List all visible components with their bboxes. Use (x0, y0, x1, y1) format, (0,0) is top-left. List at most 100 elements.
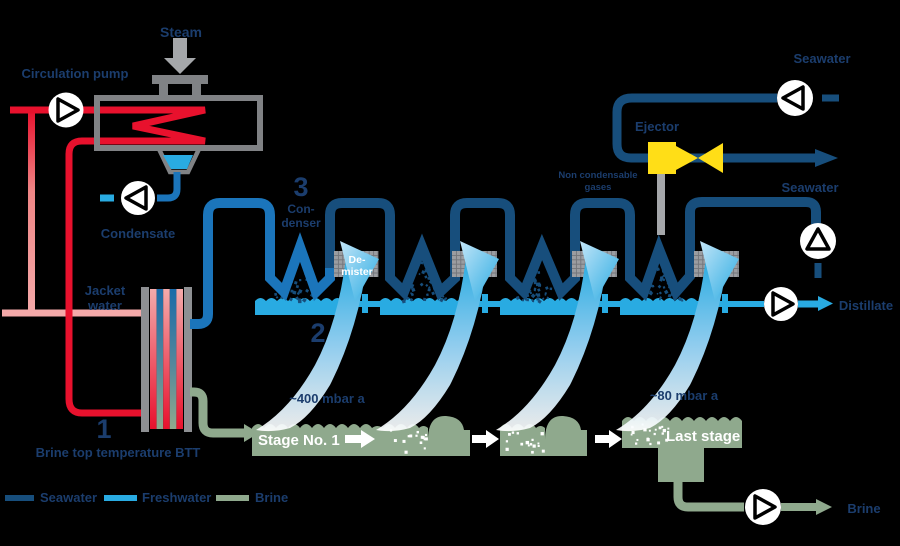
stage-weir (545, 415, 587, 456)
jacket-water-label: Jacket (85, 283, 126, 298)
exchanger-plate (156, 289, 164, 429)
pressure-first-label: ~400 mbar a (289, 391, 365, 406)
seawater-pump-mid-icon (800, 223, 836, 278)
ejector-discharge-arrow (815, 149, 838, 167)
tray-tick (362, 294, 368, 313)
marker-2: 2 (310, 318, 325, 348)
exchanger-header (184, 287, 192, 432)
pump-stub (814, 263, 822, 278)
marker-1: 1 (96, 414, 111, 444)
pressure-last-label: ~80 mbar a (650, 388, 719, 403)
vapor-swoosh (376, 258, 488, 432)
distillate-tray (500, 298, 585, 315)
vapor-swoosh (496, 258, 608, 432)
flashing-bubbles (505, 431, 545, 454)
ejector-nozzle (676, 146, 698, 170)
flange-leg (192, 84, 201, 99)
condensate-outlet-stub (100, 194, 114, 202)
brine-pump-icon (745, 489, 781, 525)
seawater-condenser-pipe (325, 197, 821, 302)
jacket-water-label: water (87, 298, 122, 313)
stage-last-label: Last stage (666, 428, 740, 445)
distillate-label: Distillate (839, 298, 893, 313)
tray-tick (482, 294, 488, 313)
exchanger-plate (163, 289, 170, 429)
demister-label: mister (341, 266, 373, 278)
steam-heater (94, 38, 263, 202)
distillate-outlet-line (798, 300, 819, 308)
legend-swatch-freshwater (104, 495, 137, 501)
flashing-bubbles (630, 423, 670, 446)
condensate-pipe (157, 172, 181, 202)
legend-label-seawater: Seawater (40, 490, 97, 505)
vapor-arrowhead (580, 241, 619, 301)
marker-3: 3 (293, 172, 308, 202)
seawater-mid-label: Seawater (781, 180, 838, 195)
distillate-line (697, 301, 764, 307)
flow-arrow-icon (595, 430, 622, 448)
distillate-tray (620, 298, 697, 315)
steam-arrow-icon (164, 58, 196, 74)
legend-label-brine: Brine (255, 490, 288, 505)
demister-label: De- (349, 254, 366, 266)
steam-label: Steam (160, 24, 202, 40)
ncg-label: Non condensable (558, 170, 637, 181)
legend-swatch-brine (216, 495, 249, 501)
steam-arrow-shaft (173, 38, 187, 59)
tray-tick (722, 294, 728, 313)
vapor-arrowhead (460, 241, 499, 301)
brine-stages (190, 387, 832, 515)
distillate-outlet (798, 296, 833, 311)
distillate-pump-icon (764, 287, 798, 321)
ejector-motive-pipe (612, 93, 816, 163)
ejector-diffuser (698, 143, 723, 173)
heater-shell (94, 95, 263, 151)
pump-stub (822, 94, 839, 102)
ejector-suction-pipe (657, 171, 665, 235)
legend-swatch-seawater (5, 495, 34, 501)
seawater-pump-top-icon (777, 80, 839, 116)
heating-coil-icon (65, 106, 206, 417)
condensate-label: Condensate (101, 226, 175, 241)
condensate-pool (163, 155, 193, 169)
distillate-trays (255, 298, 764, 315)
tray-tick (602, 294, 608, 313)
stage-weir (428, 415, 470, 456)
ejector-body (648, 142, 676, 174)
brine-inlet-pipe (190, 387, 245, 438)
exchanger-header (141, 287, 149, 432)
circulation-pump-label: Circulation pump (22, 66, 129, 81)
legend-label-freshwater: Freshwater (142, 490, 211, 505)
vapor-swoosh (256, 258, 368, 432)
circulation-pump-icon (48, 92, 84, 128)
steam-flange (152, 75, 208, 84)
brine-heater-exchanger (141, 287, 192, 432)
distillate-tray (255, 298, 345, 315)
stage-box-3 (500, 424, 545, 456)
stage-box-1 (252, 424, 383, 456)
flange-leg (159, 84, 168, 99)
brine-outlet-arrow (816, 499, 832, 515)
condensate-pump-icon (121, 181, 155, 215)
flow-arrow-icon (472, 430, 499, 448)
distillate-arrow (818, 296, 833, 311)
vapor-flows (256, 241, 739, 432)
ejector-system (612, 93, 838, 235)
warm-seawater-pipe (190, 198, 335, 329)
exchanger-plate (150, 289, 157, 429)
jacket-water-circuit (2, 106, 206, 417)
brine-inlet-arrow (244, 424, 259, 442)
vapor-arrowhead (700, 241, 739, 301)
btt-label: Brine top temperature BTT (36, 445, 201, 460)
exchanger-plate (176, 289, 183, 429)
condenser-label: Con- (287, 202, 314, 216)
last-stage-sump (658, 446, 704, 482)
stage-first-label: Stage No. 1 (258, 432, 340, 449)
flow-arrow-icon (345, 430, 375, 448)
distillate-tray (380, 298, 465, 315)
ejector-label: Ejector (635, 119, 679, 134)
condenser-label: denser (281, 216, 321, 230)
legend: Seawater Freshwater Brine (5, 490, 288, 505)
